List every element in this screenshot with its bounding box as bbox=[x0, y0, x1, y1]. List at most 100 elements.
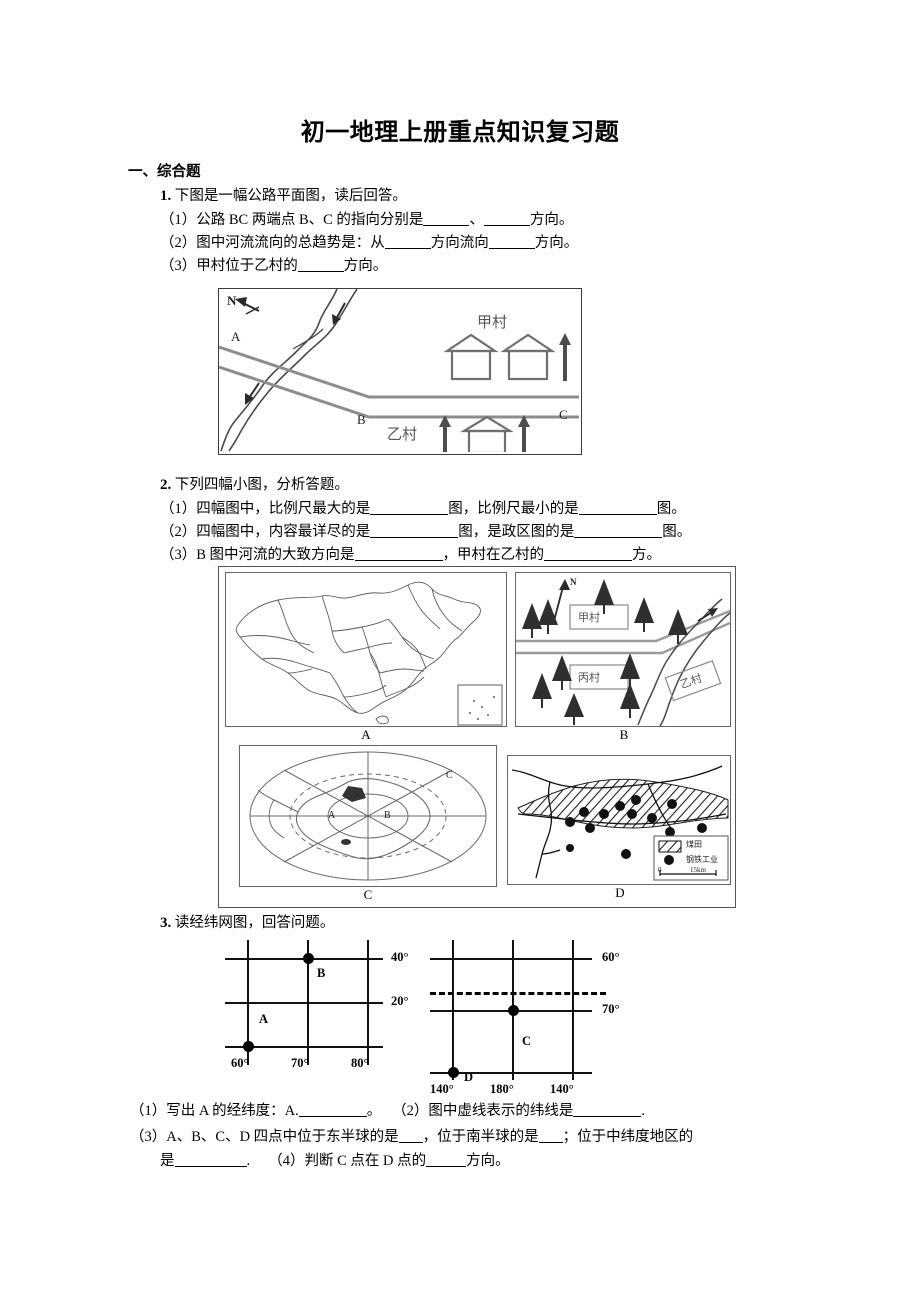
grid-lon-line bbox=[572, 940, 574, 1080]
point-b-label: B bbox=[357, 412, 366, 427]
q3-stem-text: 读经纬网图，回答问题。 bbox=[174, 915, 335, 931]
q2-item-3: （3）B 图中河流的大致方向是，甲村在乙村的方。 bbox=[160, 544, 661, 567]
q2-item-3-text-a: B 图中河流的大致方向是 bbox=[196, 547, 355, 563]
q3-item-3-label: （3） bbox=[130, 1129, 167, 1145]
panel-b-frame: 甲村 丙村 乙村 N bbox=[515, 572, 731, 727]
page-title: 初一地理上册重点知识复习题 bbox=[300, 117, 620, 146]
q3-item-4-text-a: 判断 C 点在 D 点的 bbox=[304, 1153, 427, 1169]
q1-item-3-text-b: 方向。 bbox=[343, 258, 388, 274]
panel-b-village-jia: 甲村 bbox=[578, 611, 600, 624]
answer-blank[interactable] bbox=[354, 560, 443, 561]
answer-blank[interactable] bbox=[297, 271, 344, 272]
answer-blank[interactable] bbox=[578, 514, 657, 515]
point-c-label: C bbox=[559, 407, 568, 422]
section-heading: 一、综合题 bbox=[128, 164, 201, 180]
q3-item-1-2: （1）写出 A 的经纬度：A.。 （2）图中虚线表示的纬线是. bbox=[130, 1100, 645, 1123]
answer-blank[interactable] bbox=[574, 537, 663, 538]
grid-lat-label-20: 20° bbox=[391, 994, 409, 1008]
grid-lon-label-80: 80° bbox=[351, 1056, 369, 1070]
answer-blank[interactable] bbox=[538, 1142, 563, 1143]
grid-point-b-label: B bbox=[317, 966, 326, 980]
grid-lat-label-70: 70° bbox=[602, 1002, 620, 1016]
panel-d-frame: 煤田 钢铁工业 0 15km bbox=[507, 755, 731, 885]
grid-lon-line bbox=[307, 940, 309, 1065]
village-yi-label: 乙村 bbox=[387, 425, 418, 443]
q1-item-2-text-a: 图中河流流向的总趋势是：从 bbox=[196, 235, 385, 251]
q2-item-1-label: （1） bbox=[160, 501, 197, 517]
q3-item-4-label: （4） bbox=[268, 1153, 305, 1169]
china-map-drawing bbox=[235, 581, 503, 726]
grid-lon-label-70: 70° bbox=[291, 1056, 309, 1070]
answer-blank[interactable] bbox=[398, 1142, 423, 1143]
panel-d-caption: D bbox=[615, 885, 625, 900]
coal-steel-map-drawing bbox=[511, 765, 729, 881]
grid-lat-label-40: 40° bbox=[391, 950, 409, 964]
q1-item-1-text-a: 公路 BC 两端点 B、C 的指向分别是 bbox=[196, 212, 424, 228]
grid-lat-line bbox=[430, 1072, 592, 1074]
grid-lat-line bbox=[225, 1046, 383, 1048]
panel-b-caption: B bbox=[619, 727, 629, 742]
panel-c-caption: C bbox=[363, 887, 373, 902]
q2-item-2-text-b: 图，是政区图的是 bbox=[458, 524, 575, 540]
village-jia-label: 甲村 bbox=[477, 313, 508, 331]
answer-blank[interactable] bbox=[370, 514, 449, 515]
q3-stem: 3. 读经纬网图，回答问题。 bbox=[160, 912, 334, 935]
q1-item-2-text-b: 方向流向 bbox=[430, 235, 489, 251]
answer-blank[interactable] bbox=[573, 1116, 642, 1117]
answer-blank[interactable] bbox=[483, 225, 530, 226]
panel-c-point-b: B bbox=[384, 810, 391, 821]
q2-item-2-text-c: 图。 bbox=[662, 524, 692, 540]
q1-item-3-text-a: 甲村位于乙村的 bbox=[196, 258, 298, 274]
answer-blank[interactable] bbox=[370, 537, 459, 538]
answer-blank[interactable] bbox=[384, 248, 431, 249]
panel-c-point-c: C bbox=[446, 770, 453, 781]
q3-item-2-text-b: . bbox=[641, 1103, 646, 1119]
q3-item-1-text-b: 。 bbox=[366, 1103, 382, 1119]
q3-item-3-text-a: A、B、C、D 四点中位于东半球的是 bbox=[166, 1129, 399, 1145]
q2-stem-text: 下列四幅小图，分析答题。 bbox=[174, 477, 349, 493]
grid-dashed-lat-line bbox=[430, 992, 606, 995]
q1-item-1-text-b: 、 bbox=[469, 212, 484, 228]
answer-blank[interactable] bbox=[488, 248, 535, 249]
answer-blank[interactable] bbox=[544, 560, 633, 561]
legend-coalfield-text: 煤田 bbox=[686, 840, 702, 849]
panel-b-village-bing: 丙村 bbox=[578, 671, 600, 684]
point-b-dot bbox=[303, 953, 314, 964]
scale-value-label: 15km bbox=[690, 866, 706, 874]
q3-item-2-text-a: 图中虚线表示的纬线是 bbox=[428, 1103, 574, 1119]
q1-stem-text: 下图是一幅公路平面图，读后回答。 bbox=[174, 188, 407, 204]
q3-item-2-label: （2） bbox=[392, 1103, 429, 1119]
answer-blank[interactable] bbox=[426, 1166, 467, 1167]
q3-left-grid: B A 40° 20° 60° 70° 80° bbox=[225, 940, 415, 1070]
grid-lon-label-140-left: 140° bbox=[430, 1082, 454, 1096]
q2-item-1: （1）四幅图中，比例尺最大的是图，比例尺最小的是图。 bbox=[160, 498, 686, 521]
q2-item-3-label: （3） bbox=[160, 547, 197, 563]
q1-item-3-label: （3） bbox=[160, 258, 197, 274]
polar-projection-drawing bbox=[249, 751, 487, 881]
answer-blank[interactable] bbox=[174, 1166, 247, 1167]
answer-blank[interactable] bbox=[423, 225, 470, 226]
q2-item-2: （2）四幅图中，内容最详尽的是图，是政区图的是图。 bbox=[160, 521, 691, 544]
panel-b-north-label: N bbox=[570, 577, 577, 587]
q3-item-1-label: （1） bbox=[130, 1103, 167, 1119]
q2-item-3-text-c: 方。 bbox=[632, 547, 662, 563]
q3-item-3-text-d: 是 bbox=[160, 1153, 175, 1169]
grid-point-d-label: D bbox=[464, 1070, 474, 1084]
q1-item-2-text-c: 方向。 bbox=[534, 235, 579, 251]
q2-item-1-text-b: 图，比例尺最小的是 bbox=[448, 501, 579, 517]
q1-item-2: （2）图中河流流向的总趋势是：从方向流向方向。 bbox=[160, 232, 578, 255]
road-plan-drawing bbox=[219, 289, 579, 452]
q1-stem: 1. 下图是一幅公路平面图，读后回答。 bbox=[160, 185, 407, 208]
q1-item-1-text-c: 方向。 bbox=[529, 212, 574, 228]
point-a-dot bbox=[243, 1041, 254, 1052]
q3-number: 3. bbox=[160, 915, 172, 931]
q3-item-3-text-b: ，位于南半球的是 bbox=[422, 1129, 539, 1145]
q2-item-1-text-c: 图。 bbox=[656, 501, 686, 517]
grid-lat-line bbox=[430, 958, 592, 960]
panel-c-frame: A B C bbox=[239, 745, 497, 887]
panel-a-caption: A bbox=[361, 727, 371, 742]
grid-lon-label-60: 60° bbox=[231, 1056, 249, 1070]
answer-blank[interactable] bbox=[298, 1116, 367, 1117]
q1-number: 1. bbox=[160, 188, 172, 204]
